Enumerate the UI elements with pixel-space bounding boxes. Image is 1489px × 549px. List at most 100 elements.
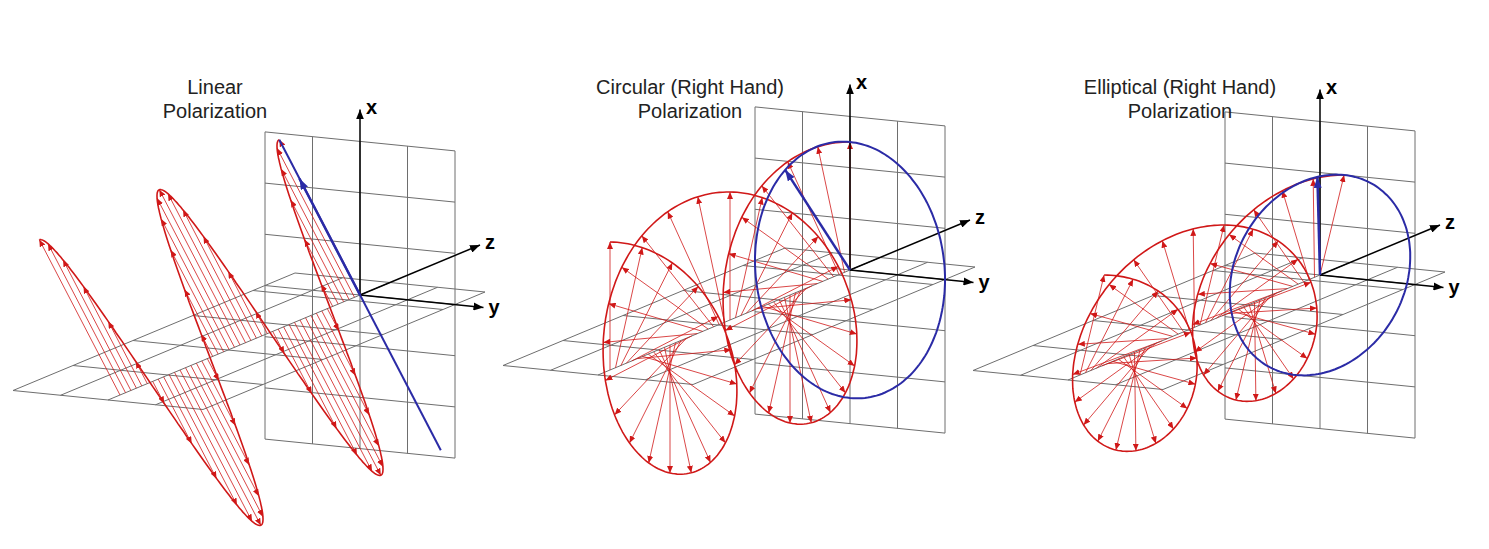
field-vector (196, 363, 249, 465)
polarization-trace (1230, 175, 1410, 376)
field-vector (158, 379, 192, 444)
field-vector (322, 311, 356, 376)
field-vector (637, 350, 731, 359)
grid-line (755, 363, 945, 382)
field-arrow (299, 179, 360, 296)
grid-line (193, 316, 383, 335)
field-vector (164, 377, 217, 479)
field-vector (757, 300, 851, 309)
z-axis (1320, 225, 1440, 275)
field-vector (316, 313, 369, 415)
field-vector (788, 162, 839, 275)
field-vector (615, 338, 687, 415)
grid-line (1225, 419, 1415, 438)
field-vector (186, 368, 263, 517)
field-vector (48, 244, 126, 393)
field-vector (1113, 361, 1196, 384)
field-vector (63, 260, 131, 391)
axis-label: z (1445, 210, 1455, 234)
grid-line (683, 291, 873, 310)
grid-line (1225, 368, 1415, 387)
field-vector (228, 271, 261, 336)
field-vector (1075, 343, 1157, 402)
y-axis (1320, 275, 1444, 287)
field-vector (659, 350, 710, 463)
y-axis (850, 270, 974, 282)
field-vector (1118, 359, 1187, 408)
field-vector (305, 240, 339, 305)
axis-label: z (975, 205, 985, 229)
field-vector (300, 320, 381, 475)
panel-title: Circular (Right Hand) Polarization (575, 75, 805, 123)
field-vector (654, 352, 726, 443)
field-vector (1218, 298, 1266, 392)
field-vector (1282, 191, 1309, 280)
field-vector (626, 287, 698, 364)
polarization-trace (755, 142, 945, 399)
field-vector (159, 190, 240, 345)
field-vector (1129, 355, 1156, 444)
field-vector (284, 327, 337, 429)
field-vector (202, 361, 236, 426)
field-vector (169, 375, 237, 506)
field-vector (1134, 260, 1184, 332)
panel-title: Linear Polarization (150, 75, 280, 123)
field-vector (1313, 179, 1314, 277)
field-vector (1233, 311, 1316, 334)
field-vector (171, 250, 224, 352)
axis-label: y (489, 295, 500, 319)
field-vector (278, 329, 312, 394)
grid-line (503, 366, 693, 385)
field-vector (289, 325, 357, 456)
field-vector (175, 372, 253, 521)
field-vector (603, 334, 697, 343)
wave-envelope (603, 142, 857, 474)
field-vector (277, 148, 354, 297)
field-vector (746, 237, 818, 314)
field-vector (1210, 264, 1293, 287)
axis-label: z (485, 230, 495, 254)
axis-label: y (979, 270, 990, 294)
grid-line (755, 414, 945, 433)
field-vector (723, 284, 817, 293)
grid-line (563, 341, 753, 360)
field-vector (1198, 289, 1288, 295)
grid-line (623, 316, 813, 335)
z-axis (360, 245, 480, 295)
field-vector (774, 302, 846, 393)
polarization-trace (279, 140, 441, 451)
wave-envelope (1073, 175, 1345, 451)
field-arrow (1317, 177, 1320, 275)
field-vector (39, 240, 120, 395)
field-vector (108, 321, 142, 386)
field-vector (622, 267, 708, 329)
panel-title: Elliptical (Right Hand) Polarization (1065, 75, 1295, 123)
field-vector (668, 212, 719, 325)
grid-line (73, 366, 263, 385)
field-vector (610, 242, 611, 370)
field-vector (665, 347, 692, 473)
field-vector (729, 254, 823, 282)
axis-label: x (366, 95, 377, 119)
field-vector (180, 370, 261, 525)
field-vector (1098, 348, 1146, 442)
field-vector (204, 237, 257, 339)
field-arrow (785, 170, 850, 270)
field-vector (725, 286, 811, 331)
field-vector (306, 318, 383, 467)
axis-label: x (1326, 75, 1337, 99)
axis-label: y (1449, 275, 1460, 299)
field-vector (311, 316, 379, 447)
field-vector (630, 341, 681, 444)
field-vector (168, 194, 246, 343)
field-vector (1320, 175, 1344, 275)
x-axis (359, 109, 361, 295)
field-vector (185, 290, 219, 355)
z-axis (850, 220, 970, 270)
field-vector (295, 322, 373, 471)
field-vector (183, 210, 251, 341)
field-vector (730, 192, 731, 320)
field-vector (1162, 241, 1189, 330)
field-vector (735, 288, 807, 365)
field-vector (1193, 291, 1282, 325)
